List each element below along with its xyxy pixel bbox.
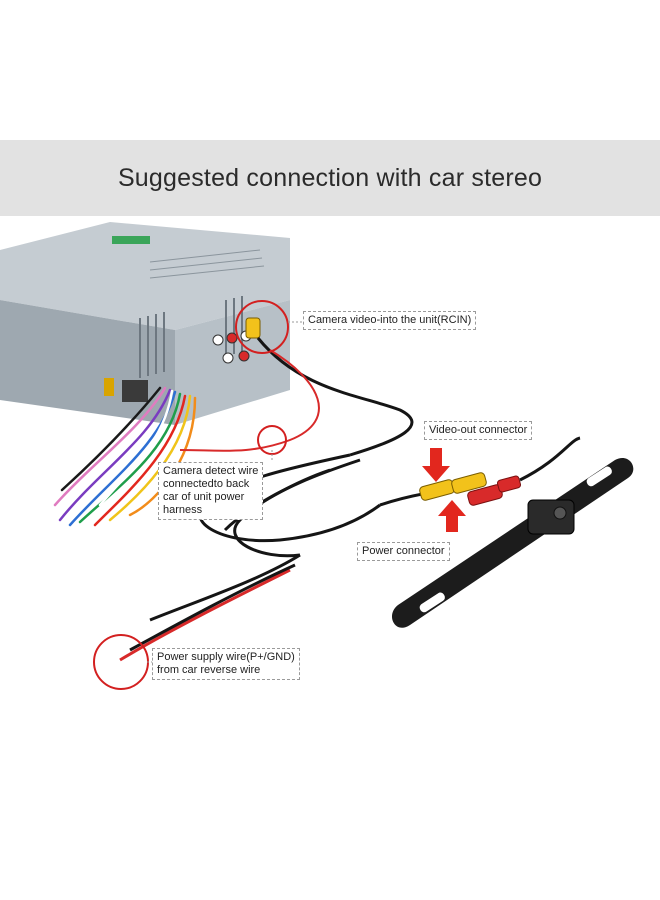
camera-detect-label-line: connectedto back bbox=[163, 478, 250, 490]
video-out-label-text: Video-out connector bbox=[429, 424, 528, 436]
camera-video-label: Camera video-into the unit(RCIN) bbox=[303, 311, 477, 330]
camera-video-label-text: Camera video-into the unit(RCIN) bbox=[308, 314, 472, 326]
camera-detect-label-line: Camera detect wire bbox=[163, 465, 259, 477]
power-supply-label-line: Power supply wire(P+/GND) bbox=[157, 651, 295, 663]
license-plate-camera bbox=[391, 457, 634, 628]
page-title: Suggested connection with car stereo bbox=[117, 163, 543, 192]
arrow-icon bbox=[422, 448, 466, 532]
power-supply-label: Power supply wire(P+/GND) from car rever… bbox=[152, 648, 300, 680]
title-banner: Suggested connection with car stereo bbox=[0, 140, 660, 216]
rca-connectors bbox=[419, 472, 522, 506]
power-harness-wires bbox=[53, 386, 197, 527]
power-supply-wire-red bbox=[119, 568, 291, 662]
power-connector-label: Power connector bbox=[357, 542, 450, 561]
camera-detect-label-line: car of unit power bbox=[163, 491, 245, 503]
car-stereo-unit bbox=[0, 222, 290, 425]
camera-detect-wire bbox=[179, 349, 320, 452]
power-supply-wire-black bbox=[129, 563, 296, 652]
power-connector-label-text: Power connector bbox=[362, 545, 445, 557]
camera-detect-label-line: harness bbox=[163, 504, 203, 516]
camera-detect-label: Camera detect wire connectedto back car … bbox=[158, 462, 264, 520]
power-supply-label-line: from car reverse wire bbox=[157, 664, 261, 676]
video-out-label: Video-out connector bbox=[424, 421, 533, 440]
connection-diagram bbox=[0, 222, 634, 690]
